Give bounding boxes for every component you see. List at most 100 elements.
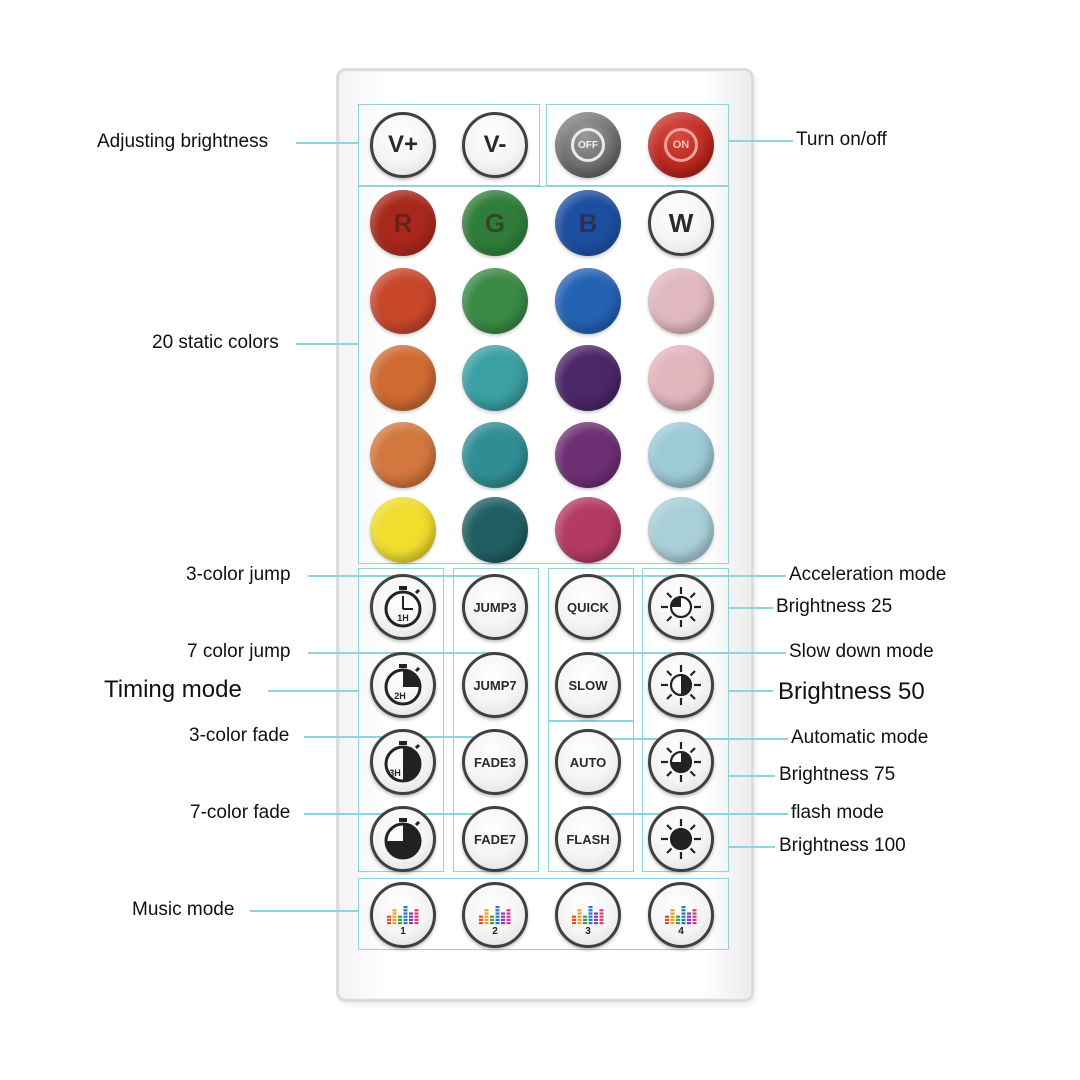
- label-adjusting-brightness: Adjusting brightness: [97, 131, 269, 152]
- equalizer-segment: [506, 909, 511, 912]
- flash-button[interactable]: FLASH: [555, 806, 621, 872]
- static-color-button[interactable]: [462, 422, 528, 488]
- sun-half-icon: [661, 665, 701, 705]
- equalizer-segment: [583, 918, 587, 921]
- equalizer-segment: [676, 915, 680, 918]
- equalizer-segment: [506, 918, 511, 921]
- equalizer-icon: 2: [479, 906, 511, 937]
- static-color-button[interactable]: [555, 422, 621, 488]
- music-1-label: 1: [400, 926, 406, 937]
- equalizer-segment: [692, 912, 697, 915]
- brightness-100-button[interactable]: [648, 806, 714, 872]
- label-seven-color-jump: 7 color jump: [187, 641, 291, 662]
- equalizer-segment: [490, 922, 494, 925]
- equalizer-segment: [687, 918, 691, 921]
- green-label: G: [484, 207, 506, 238]
- label-flash-mode: flash mode: [791, 802, 884, 823]
- red-button[interactable]: R: [370, 190, 436, 256]
- music-3-button[interactable]: 3: [555, 882, 621, 948]
- equalizer-segment: [692, 915, 697, 918]
- equalizer-segment: [594, 915, 598, 918]
- static-color-button[interactable]: [555, 345, 621, 411]
- static-color-button[interactable]: [648, 422, 714, 488]
- jump3-label: JUMP3: [473, 599, 517, 615]
- timer-4h-button[interactable]: 4H: [370, 806, 436, 872]
- equalizer-segment: [392, 918, 397, 921]
- equalizer-segment: [583, 915, 587, 918]
- static-color-button[interactable]: [555, 497, 621, 563]
- jump7-button[interactable]: JUMP7: [462, 652, 528, 718]
- equalizer-segment: [484, 922, 489, 925]
- equalizer-segment: [572, 922, 576, 925]
- label-brightness-100: Brightness 100: [779, 835, 906, 856]
- equalizer-segment: [572, 918, 576, 921]
- equalizer-segment: [577, 918, 582, 921]
- green-button[interactable]: G: [462, 190, 528, 256]
- equalizer-segment: [414, 915, 419, 918]
- static-color-button[interactable]: [648, 497, 714, 563]
- brightness-75-button[interactable]: [648, 729, 714, 795]
- static-color-button[interactable]: [370, 422, 436, 488]
- static-color-button[interactable]: [370, 345, 436, 411]
- static-color-button[interactable]: [555, 268, 621, 334]
- equalizer-segment: [403, 918, 408, 921]
- auto-button[interactable]: AUTO: [555, 729, 621, 795]
- static-color-button[interactable]: [462, 345, 528, 411]
- static-color-button[interactable]: [370, 497, 436, 563]
- v-minus-button[interactable]: V-: [462, 112, 528, 178]
- equalizer-segment: [588, 918, 593, 921]
- music-3-label: 3: [585, 926, 591, 937]
- v-plus-button[interactable]: V+: [370, 112, 436, 178]
- static-color-button[interactable]: [462, 497, 528, 563]
- static-color-button[interactable]: [648, 268, 714, 334]
- music-4-button[interactable]: 4: [648, 882, 714, 948]
- fade3-button[interactable]: FADE3: [462, 729, 528, 795]
- music-1-button[interactable]: 1: [370, 882, 436, 948]
- timer-1h-button[interactable]: 1H: [370, 574, 436, 640]
- brightness-25-button[interactable]: [648, 574, 714, 640]
- equalizer-segment: [577, 915, 582, 918]
- slow-button[interactable]: SLOW: [555, 652, 621, 718]
- equalizer-segment: [572, 915, 576, 918]
- v-minus-label: V-: [483, 131, 507, 158]
- brightness-50-button[interactable]: [648, 652, 714, 718]
- leader-line: [729, 846, 775, 848]
- equalizer-segment: [687, 912, 691, 915]
- equalizer-segment: [495, 918, 500, 921]
- quick-button[interactable]: QUICK: [555, 574, 621, 640]
- static-color-button[interactable]: [462, 268, 528, 334]
- equalizer-icon: 3: [572, 906, 604, 937]
- equalizer-segment: [676, 918, 680, 921]
- leader-line: [250, 910, 358, 912]
- label-brightness-50: Brightness 50: [778, 678, 925, 705]
- blue-button[interactable]: B: [555, 190, 621, 256]
- label-timing-mode: Timing mode: [104, 676, 242, 703]
- equalizer-segment: [577, 912, 582, 915]
- equalizer-segment: [692, 918, 697, 921]
- fade7-label: FADE7: [474, 831, 516, 847]
- static-color-button[interactable]: [648, 345, 714, 411]
- leader-line: [729, 690, 773, 692]
- equalizer-segment: [403, 912, 408, 915]
- equalizer-segment: [495, 912, 500, 915]
- equalizer-segment: [409, 915, 413, 918]
- equalizer-segment: [409, 922, 413, 925]
- music-2-button[interactable]: 2: [462, 882, 528, 948]
- fade3-label: FADE3: [474, 754, 516, 770]
- fade7-button[interactable]: FADE7: [462, 806, 528, 872]
- white-button[interactable]: W: [648, 190, 714, 256]
- timer-3h-button[interactable]: 3H: [370, 729, 436, 795]
- static-color-button[interactable]: [370, 268, 436, 334]
- jump3-button[interactable]: JUMP3: [462, 574, 528, 640]
- equalizer-segment: [665, 918, 669, 921]
- off-button[interactable]: OFF: [555, 112, 621, 178]
- label-brightness-25: Brightness 25: [776, 596, 893, 617]
- equalizer-segment: [501, 922, 505, 925]
- on-button[interactable]: ON: [648, 112, 714, 178]
- timer-2h-button[interactable]: 2H: [370, 652, 436, 718]
- equalizer-segment: [687, 922, 691, 925]
- equalizer-segment: [594, 918, 598, 921]
- equalizer-segment: [409, 918, 413, 921]
- timer-1h-label: 1H: [397, 613, 409, 623]
- stopwatch-full-icon: 4H: [384, 818, 422, 860]
